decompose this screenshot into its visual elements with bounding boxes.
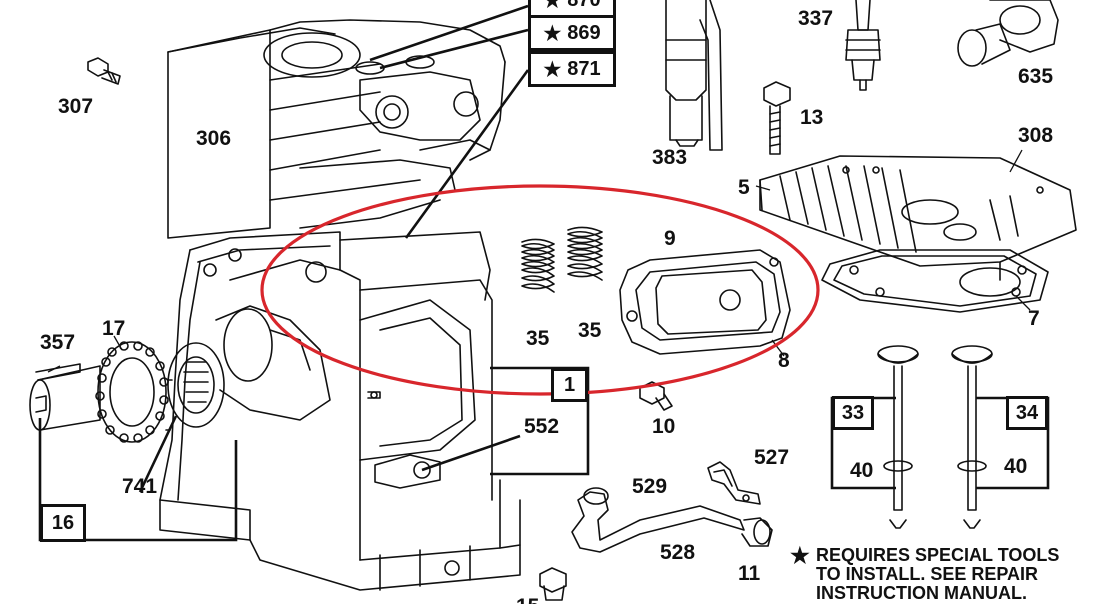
cylinder-housing-306 (167, 19, 506, 239)
plug-15 (539, 567, 567, 601)
callout-306: 306 (196, 127, 232, 150)
special-tools-note: ★ REQUIRES SPECIAL TOOLS TO INSTALL. SEE… (790, 543, 1060, 603)
star-icon: ★ (543, 58, 562, 81)
callout-9: 9 (664, 227, 676, 250)
leader-7 (1015, 295, 1031, 311)
box-34: 34 (1006, 396, 1048, 430)
callout-528: 528 (660, 541, 696, 564)
callout-357: 357 (40, 331, 76, 354)
leader-8 (771, 339, 785, 357)
valve-springs-35 (521, 226, 603, 293)
note-line-1: REQUIRES SPECIAL TOOLS (816, 545, 1060, 565)
callout-552: 552 (524, 415, 560, 438)
callout-35-left: 35 (526, 327, 550, 350)
leader-357 (47, 365, 61, 373)
leader-870 (369, 4, 529, 62)
star-icon: ★ (543, 22, 562, 45)
bracket-16 (38, 418, 238, 542)
bolt-307 (87, 57, 121, 85)
boot-635 (957, 0, 1059, 67)
breather-cover-9 (619, 249, 791, 355)
callout-8: 8 (778, 349, 790, 372)
crankcase-block (159, 231, 521, 591)
callout-35-right: 35 (578, 319, 602, 342)
star-icon: ★ (790, 543, 810, 568)
callout-337: 337 (798, 7, 834, 30)
spark-plug-337 (845, 0, 881, 91)
box-869: ★ 869 (528, 15, 616, 51)
star-icon: ★ (543, 0, 562, 12)
clip-527 (707, 461, 761, 505)
callout-13: 13 (800, 106, 824, 129)
callout-17: 17 (102, 317, 126, 340)
box-871: ★ 871 (528, 51, 616, 87)
callout-383: 383 (652, 146, 688, 169)
callout-308: 308 (1018, 124, 1054, 147)
callout-307: 307 (58, 95, 94, 118)
valve-34 (951, 345, 993, 529)
callout-10: 10 (652, 415, 676, 438)
cover-308 (759, 155, 1077, 281)
leader-741 (138, 415, 178, 493)
callout-11: 11 (738, 562, 761, 585)
callout-15: 15 (516, 596, 539, 604)
breather-tube-528 (571, 487, 773, 553)
callout-40-left: 40 (850, 459, 874, 482)
leader-17 (113, 335, 123, 351)
leader-5 (755, 185, 771, 191)
tool-383 (665, 0, 723, 151)
callout-7: 7 (1028, 307, 1040, 330)
leader-871 (404, 69, 530, 239)
bolt-13 (763, 81, 791, 155)
callout-5: 5 (738, 176, 750, 199)
callout-40-right: 40 (1004, 455, 1028, 478)
box-16: 16 (40, 504, 86, 542)
box-33: 33 (832, 396, 874, 430)
gasket-7 (821, 249, 1049, 313)
callout-527: 527 (754, 446, 790, 469)
leader-552 (421, 434, 521, 472)
bracket-1 (490, 366, 590, 476)
highlight-ellipse (260, 184, 820, 396)
box-1: 1 (551, 368, 588, 402)
bolt-10 (639, 381, 673, 411)
note-line-3: INSTRUCTION MANUAL. (816, 583, 1027, 603)
leader-308 (1009, 149, 1023, 173)
callout-635: 635 (1018, 65, 1054, 88)
callout-741: 741 (122, 475, 158, 498)
valve-33 (877, 345, 919, 529)
note-line-2: TO INSTALL. SEE REPAIR (816, 564, 1039, 584)
leader-869 (379, 28, 529, 70)
crankshaft-assembly (29, 305, 331, 443)
callout-529: 529 (632, 475, 668, 498)
